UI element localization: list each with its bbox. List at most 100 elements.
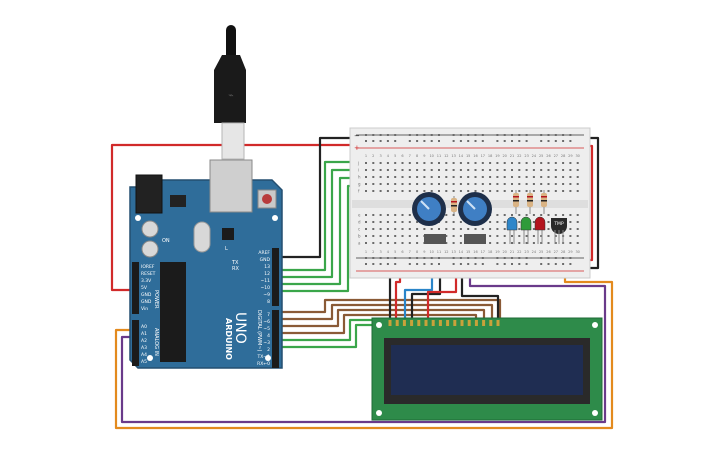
terminal-hole [379,190,382,192]
led[interactable] [534,216,546,244]
analog-label: ANALOG IN [153,328,159,356]
rail-hole [511,263,513,265]
lcd-screen [391,345,583,395]
column-number: 22 [517,250,521,254]
terminal-hole [532,183,535,185]
digital-pin-label: ~9 [263,292,270,298]
terminal-hole [423,183,426,185]
terminal-hole [416,228,419,230]
column-number: 11 [437,250,441,254]
led[interactable] [506,216,518,244]
rail-hole [365,257,367,259]
rail-hole [511,134,513,136]
terminal-hole [408,235,411,237]
led[interactable] [520,216,532,244]
terminal-hole [562,176,565,178]
terminal-hole [467,169,470,171]
rail-hole [379,140,382,142]
rail-hole [569,134,572,136]
terminal-hole [459,190,462,192]
rail-hole [525,140,528,142]
terminal-hole [467,190,470,192]
lcd-16x2[interactable] [371,317,603,421]
terminal-hole [401,162,404,164]
dc-jack [135,174,163,214]
rail-hole [511,257,513,259]
rail-hole [459,140,462,142]
digital-pin-label: 12 [264,271,270,277]
regulator [170,195,186,207]
rail-hole [525,263,528,265]
rail-hole [547,134,550,136]
terminal-hole [379,235,382,237]
terminal-hole [401,190,404,192]
lcd-pin [460,320,464,326]
lcd-pin [474,320,478,326]
led-group [506,216,546,244]
terminal-hole [372,190,375,192]
terminal-hole [489,242,492,244]
rail-hole [379,263,382,265]
column-number: 3 [379,250,381,254]
column-number: 10 [429,154,433,158]
rail-hole [408,257,411,259]
terminal-hole [416,162,419,164]
column-number: 24 [532,250,537,254]
terminal-hole [416,176,419,178]
terminal-hole [569,228,572,230]
terminal-hole [554,183,557,185]
terminal-hole [518,235,521,237]
rail-hole [547,263,550,265]
terminal-hole [467,162,470,164]
rail-hole [394,134,397,136]
column-number: 2 [372,154,374,158]
rail-hole [438,263,440,265]
terminal-hole [489,169,492,171]
terminal-hole [503,162,506,164]
temperature-sensor[interactable]: TMP [551,218,567,244]
terminal-hole [496,176,499,178]
rail-hole [467,134,470,136]
potentiometer-2[interactable] [458,192,492,244]
terminal-hole [481,183,484,185]
terminal-hole [416,190,419,192]
terminal-hole [503,169,506,171]
column-number: 28 [561,250,565,254]
lcd-pin [417,320,421,326]
rail-hole [459,134,462,136]
column-number: 16 [473,250,477,254]
terminal-hole [365,228,367,230]
column-number: 1 [365,250,367,254]
rail-hole [379,257,382,259]
rail-hole [430,134,433,136]
digital-pin-label: 2 [267,347,270,353]
terminal-hole [445,169,448,171]
terminal-hole [459,162,462,164]
rail-hole [430,263,433,265]
terminal-hole [547,190,550,192]
rail-hole [474,257,477,259]
terminal-hole [372,242,375,244]
arduino-uno-board[interactable]: ARDUINO UNO POWER ANALOG IN DIGITAL (PWM… [129,159,283,369]
rail-hole [416,140,419,142]
terminal-hole [547,242,550,244]
column-number: 29 [568,250,572,254]
rail-hole [467,257,470,259]
terminal-hole [365,190,367,192]
rail-hole [554,257,557,259]
rail-hole [503,263,506,265]
rail-hole [408,140,411,142]
terminal-hole [379,176,382,178]
terminal-hole [445,242,448,244]
terminal-hole [496,242,499,244]
terminal-hole [416,221,419,223]
column-number: 23 [524,154,528,158]
rail-hole [481,263,484,265]
terminal-hole [372,176,375,178]
terminal-hole [408,162,411,164]
capacitor [141,240,159,258]
potentiometer-1[interactable] [412,192,446,244]
terminal-hole [547,183,550,185]
terminal-hole [401,169,404,171]
rail-hole [372,134,375,136]
